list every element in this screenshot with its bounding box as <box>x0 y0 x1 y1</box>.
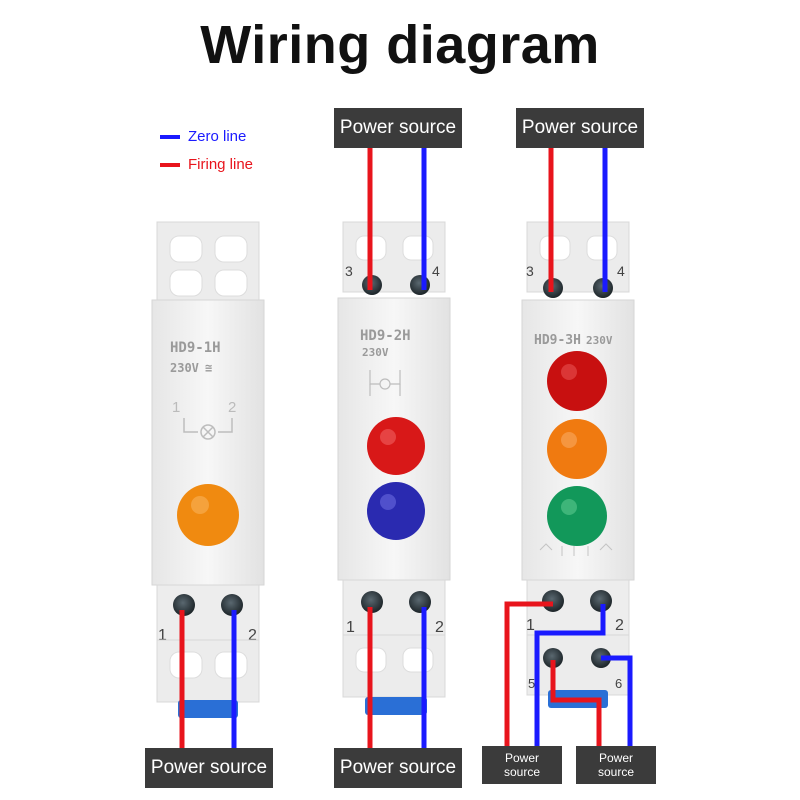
module1-terminal-2: 2 <box>248 627 257 644</box>
firing-line-swatch <box>160 163 180 168</box>
m3-t5-to-right-source <box>550 660 602 748</box>
module3-terminal-5: 5 <box>528 676 535 691</box>
terminal-2-screw <box>221 594 243 616</box>
m3-t1-to-left-source <box>504 601 553 748</box>
legend-zero-line: Zero line <box>160 128 246 145</box>
module1-model-label: HD9-1H <box>170 340 221 356</box>
amber-indicator-light <box>177 484 239 546</box>
module-hd9-1h: HD9-1H 230V ≅ 1 2 1 2 <box>151 221 265 718</box>
module2-terminal-3: 3 <box>345 263 353 279</box>
module2-model-label: HD9-2H <box>360 328 411 344</box>
module1-terminal-1: 1 <box>158 627 167 644</box>
power-source-label-m2-bottom: Power source <box>334 748 462 788</box>
power-source-label-m2-top: Power source <box>334 108 462 148</box>
module2-terminal-4: 4 <box>432 263 440 279</box>
module3-model-label: HD9-3H <box>534 333 581 348</box>
blue-indicator-light <box>367 482 425 540</box>
power-source-small-line1: Power <box>504 751 539 765</box>
zero-line-swatch <box>160 135 180 140</box>
module3-voltage-label: 230V <box>586 334 613 347</box>
power-source-label-m3-top: Power source <box>516 108 644 148</box>
power-source-small-line1: Power <box>598 751 633 765</box>
wires <box>179 148 633 750</box>
svg-text:2: 2 <box>228 399 236 416</box>
legend-firing-line: Firing line <box>160 156 253 173</box>
power-source-small-line2: source <box>597 765 635 779</box>
module-hd9-2h: 3 4 HD9-2H 230V 1 2 <box>337 221 451 715</box>
orange-indicator-light <box>547 419 607 479</box>
m3-t6-to-right-source <box>601 655 633 748</box>
module3-terminal-1: 1 <box>526 617 535 634</box>
m3-t2-to-left-source <box>534 604 606 748</box>
power-source-label-m1-bottom: Power source <box>145 748 273 788</box>
legend-firing-label: Firing line <box>188 156 254 173</box>
module1-voltage-label: 230V <box>170 361 199 375</box>
module2-voltage-label: 230V <box>362 346 389 359</box>
terminal-1-screw <box>173 594 195 616</box>
dark-red-indicator-light <box>547 351 607 411</box>
power-source-label-m3-left: Power source <box>482 746 562 784</box>
module3-terminal-2: 2 <box>615 617 624 634</box>
red-indicator-light <box>367 417 425 475</box>
module3-terminal-4: 4 <box>617 263 625 279</box>
module-hd9-3h: 3 4 HD9-3H 230V 1 2 5 6 <box>521 221 635 708</box>
svg-text:1: 1 <box>172 399 180 416</box>
svg-text:≅: ≅ <box>205 361 212 375</box>
power-source-small-line2: source <box>503 765 541 779</box>
module3-terminal-6: 6 <box>615 676 622 691</box>
module2-terminal-2: 2 <box>435 619 444 636</box>
legend-zero-label: Zero line <box>188 128 247 145</box>
page-title: Wiring diagram <box>200 15 600 75</box>
power-source-label-m3-right: Power source <box>576 746 656 784</box>
module3-terminal-3: 3 <box>526 263 534 279</box>
green-indicator-light <box>547 486 607 546</box>
module2-terminal-1: 1 <box>346 619 355 636</box>
